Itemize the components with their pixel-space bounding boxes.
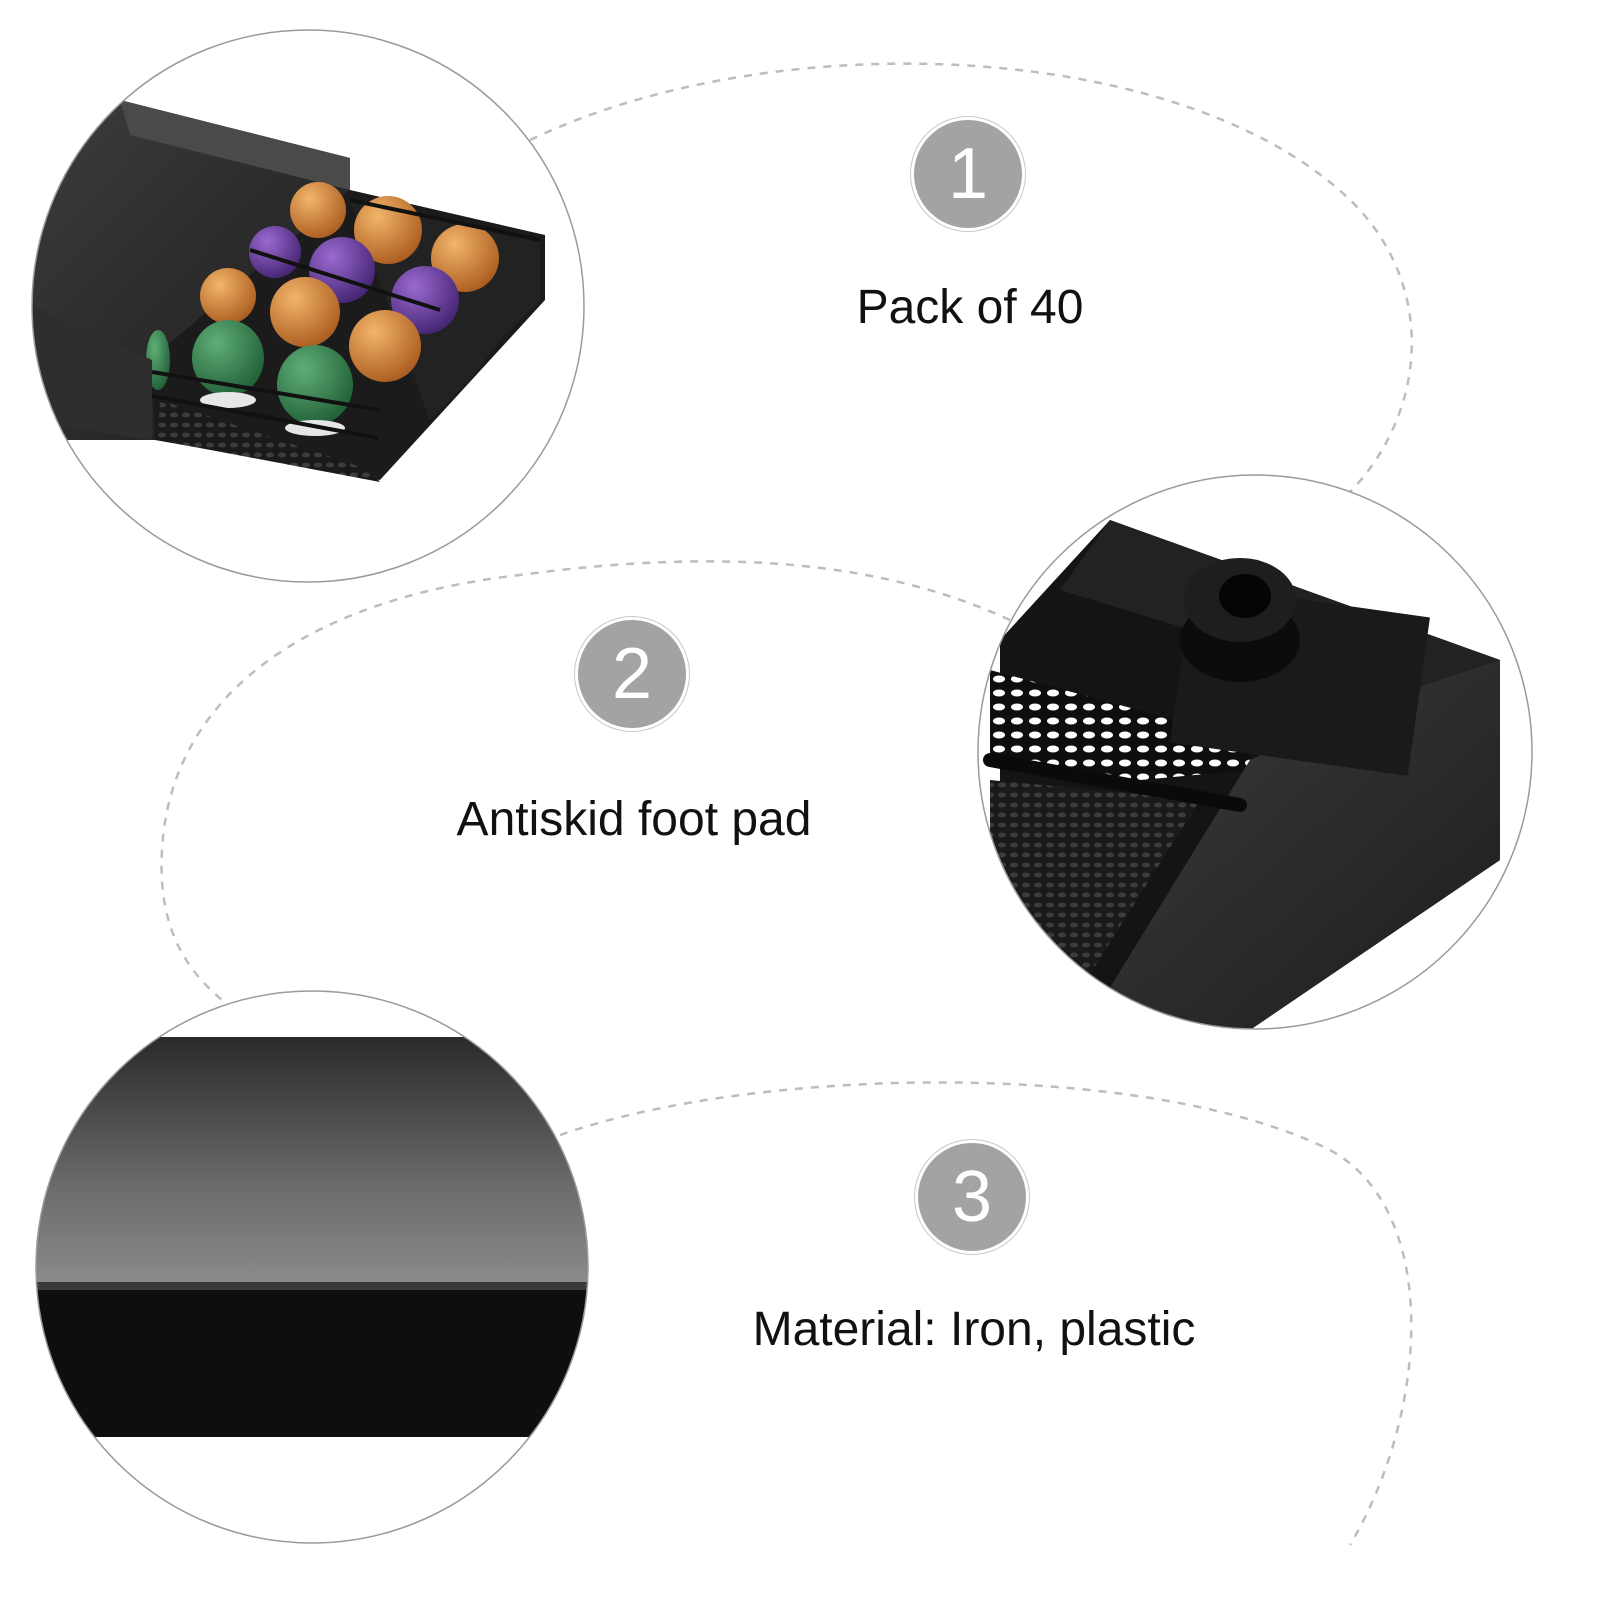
product-photo-foot-pad (977, 474, 1533, 1030)
feature-number: 1 (947, 134, 989, 214)
feature-label: Antiskid foot pad (456, 793, 812, 846)
dashed-connector-lines (160, 62, 1413, 1546)
product-photo-material-surface (35, 990, 589, 1544)
feature-label: Pack of 40 (856, 281, 1084, 334)
feature-number-badge: 2 (578, 620, 686, 728)
product-photo-capsule-drawer (31, 29, 585, 583)
feature-number: 3 (951, 1157, 993, 1237)
feature-number-badge: 1 (914, 120, 1022, 228)
feature-number-badge: 3 (918, 1143, 1026, 1251)
feature-label: Material: Iron, plastic (752, 1303, 1196, 1356)
feature-number: 2 (611, 634, 653, 714)
